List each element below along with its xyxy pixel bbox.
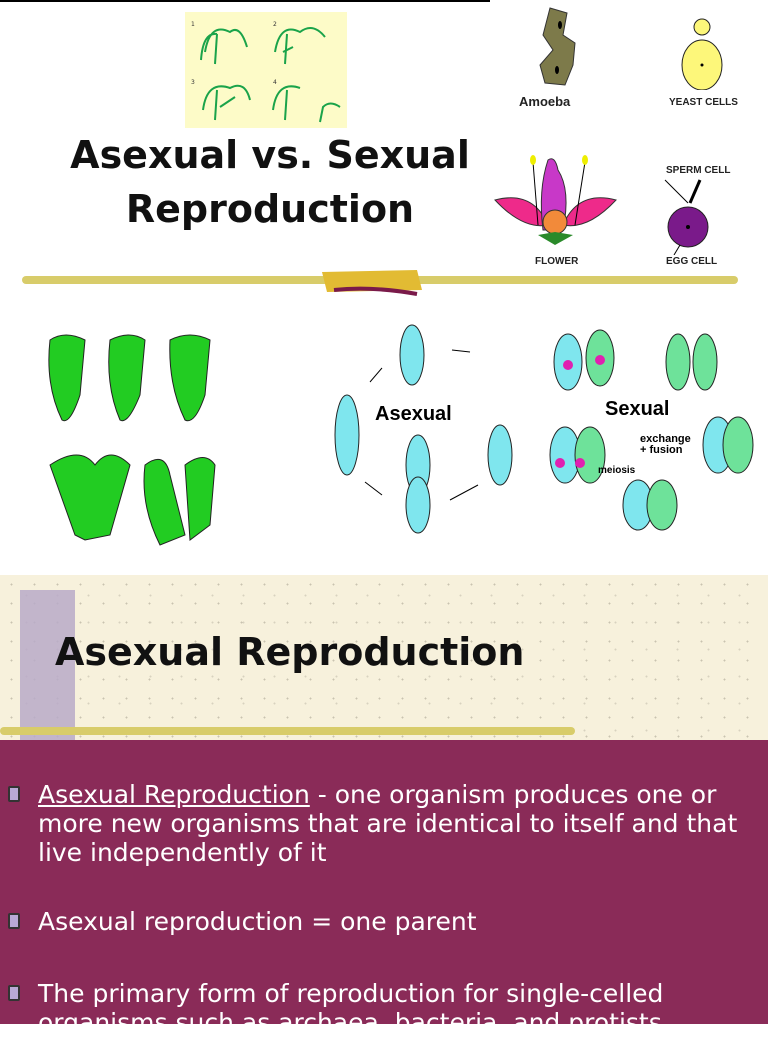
sperm-label: SPERM CELL xyxy=(666,165,731,176)
sexual-cycle-diagram: Sexual exchange + fusion meiosis xyxy=(549,329,754,531)
slide-header-background xyxy=(0,575,768,740)
slide-title-line2: Reproduction xyxy=(125,187,415,231)
gold-divider xyxy=(0,727,575,735)
flower-label: FLOWER xyxy=(535,256,579,267)
amoeba-image xyxy=(539,7,576,86)
asexual-cycle-diagram: Asexual xyxy=(334,324,513,534)
bullet-text: Asexual reproduction = one parent xyxy=(38,907,477,936)
euglena-division-image xyxy=(48,334,216,546)
slide-2: Asexual Reproduction Asexual Reproductio… xyxy=(0,575,768,1037)
egg-sperm-image xyxy=(664,179,709,255)
flower-image xyxy=(494,155,617,245)
svg-text:4: 4 xyxy=(273,79,277,86)
svg-text:3: 3 xyxy=(191,79,195,86)
egg-label: EGG CELL xyxy=(666,256,718,267)
slide-1: 1 2 3 4 Asexual vs. Sexual Reproduction Amo… xyxy=(0,0,754,546)
yeast-label: YEAST CELLS xyxy=(669,97,738,108)
top-border xyxy=(0,0,490,2)
bullet-item: The primary form of reproduction for sin… xyxy=(8,979,758,1037)
bullet-item: Asexual Reproduction - one organism prod… xyxy=(8,780,758,867)
bullet-icon xyxy=(8,985,20,1001)
amoeba-label: Amoeba xyxy=(519,94,571,109)
bullet-text: - one organism produces one or more new … xyxy=(38,780,738,867)
slide-body: Asexual Reproduction - one organism prod… xyxy=(0,740,768,1037)
exchange-label: exchange xyxy=(640,433,691,445)
svg-text:1: 1 xyxy=(191,21,195,28)
term: Asexual Reproduction xyxy=(38,780,310,809)
meiosis-label: meiosis xyxy=(598,465,636,476)
bullet-icon xyxy=(8,913,20,929)
fusion-label: + fusion xyxy=(640,444,683,456)
decorative-strip xyxy=(20,590,75,745)
asexual-label: Asexual xyxy=(375,403,452,425)
slide-title: Asexual Reproduction xyxy=(55,630,525,674)
slide-title-line1: Asexual vs. Sexual xyxy=(70,133,470,177)
bullet-text: The primary form of reproduction for sin… xyxy=(38,979,670,1037)
gold-divider xyxy=(22,270,738,296)
yeast-cells-image xyxy=(681,18,723,90)
svg-text:2: 2 xyxy=(273,21,277,28)
sexual-label: Sexual xyxy=(605,398,669,420)
bullet-item: Asexual reproduction = one parent xyxy=(8,907,758,936)
hydra-budding-image: 1 2 3 4 xyxy=(185,12,347,128)
bullet-icon xyxy=(8,786,20,802)
